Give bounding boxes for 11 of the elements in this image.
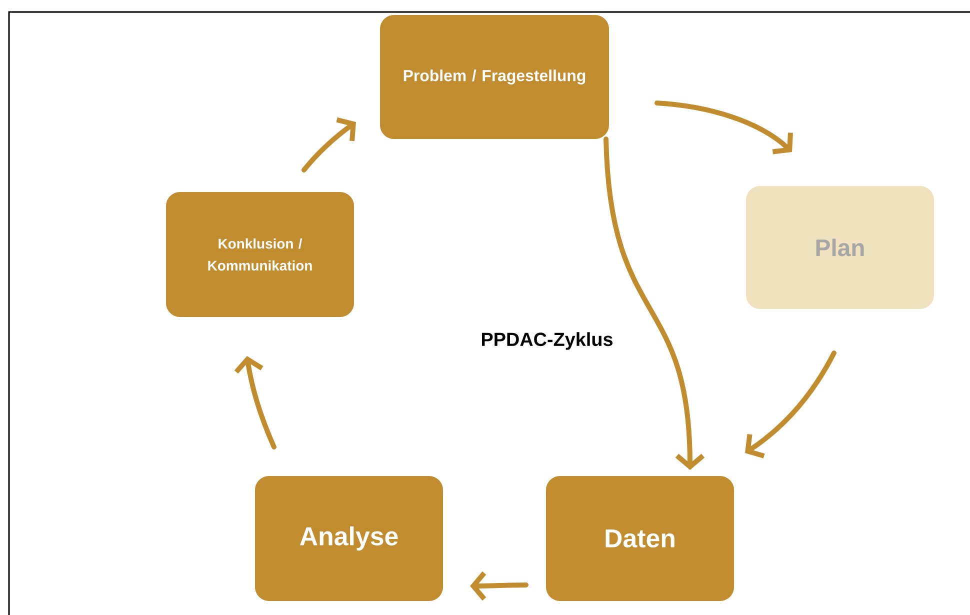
process-box: Plan	[746, 186, 934, 309]
title: PPDAC-Zyklus	[482, 332, 612, 350]
process-box: Daten	[546, 476, 734, 601]
process-box: Konklusion / Kommunikation	[166, 192, 354, 317]
arrow	[302, 117, 356, 172]
process-box: Problem / Fragestellung	[380, 15, 609, 139]
arrow	[654, 100, 793, 154]
arrow	[604, 136, 705, 470]
process-box: Analyse	[255, 476, 443, 601]
arrow	[745, 350, 836, 458]
arrow	[234, 356, 276, 450]
